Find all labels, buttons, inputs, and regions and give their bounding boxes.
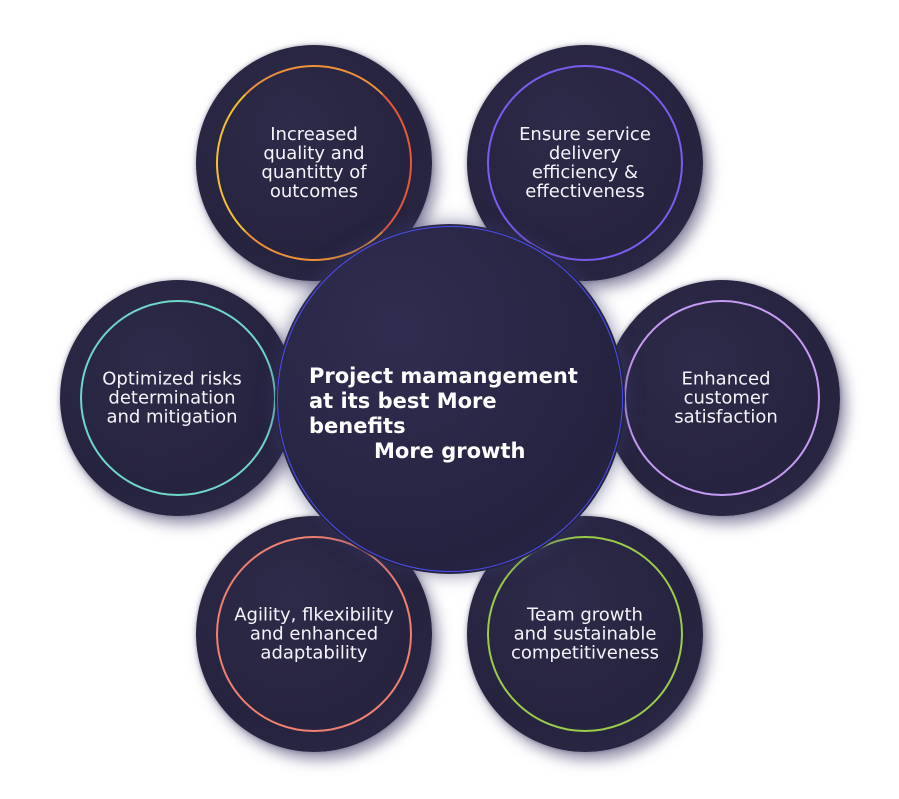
label-line: and enhanced xyxy=(249,623,379,645)
label-line: effectiveness xyxy=(525,181,645,202)
benefit-node-team: Team growth and sustainable competitiven… xyxy=(467,516,703,752)
ring-accent xyxy=(487,65,683,261)
label-line: Enhanced xyxy=(681,368,771,390)
label-line: Team growth xyxy=(527,604,643,626)
benefit-node-quality: Increased quality and quantitty of outco… xyxy=(196,45,432,281)
label-line: Ensure service xyxy=(519,124,651,145)
label-line: customer xyxy=(683,387,769,409)
node-label: Increased quality and quantitty of outco… xyxy=(196,125,432,201)
label-line: satisfaction xyxy=(674,406,778,428)
label-line: delivery xyxy=(548,143,622,164)
ring-accent xyxy=(216,65,412,261)
ring-accent xyxy=(216,536,412,732)
label-line: Increased xyxy=(270,124,358,145)
center-title: Project mamangement at its best More ben… xyxy=(309,364,578,464)
node-label: Enhanced customer satisfaction xyxy=(612,370,840,427)
label-line: quality and xyxy=(263,143,365,164)
label-line: competitiveness xyxy=(510,642,660,664)
label-line: Optimized risks xyxy=(102,368,242,390)
benefit-node-risks: Optimized risks determination and mitiga… xyxy=(60,280,296,516)
ring-accent xyxy=(624,300,820,496)
title-line: benefits xyxy=(309,414,406,438)
label-line: adaptability xyxy=(260,642,368,664)
benefit-node-customer: Enhanced customer satisfaction xyxy=(604,280,840,516)
ring-accent xyxy=(487,536,683,732)
title-line: Project mamangement xyxy=(309,364,578,388)
title-line: at its best More xyxy=(309,389,497,413)
label-line: and mitigation xyxy=(106,406,238,428)
label-line: efficiency & xyxy=(531,162,639,183)
node-label: Ensure service delivery efficiency & eff… xyxy=(467,125,703,201)
title-line: More growth xyxy=(374,439,526,463)
label-line: outcomes xyxy=(269,181,359,202)
node-label: Team growth and sustainable competitiven… xyxy=(467,606,703,663)
label-line: quantitty of xyxy=(261,162,367,183)
label-line: and sustainable xyxy=(513,623,657,645)
label-line: determination xyxy=(108,387,236,409)
node-label: Optimized risks determination and mitiga… xyxy=(54,370,290,427)
center-ring xyxy=(277,226,623,572)
label-line: Agility, flkexibility xyxy=(234,604,394,626)
center-hub: Project mamangement at its best More ben… xyxy=(275,224,625,574)
node-label: Agility, flkexibility and enhanced adapt… xyxy=(196,606,432,663)
